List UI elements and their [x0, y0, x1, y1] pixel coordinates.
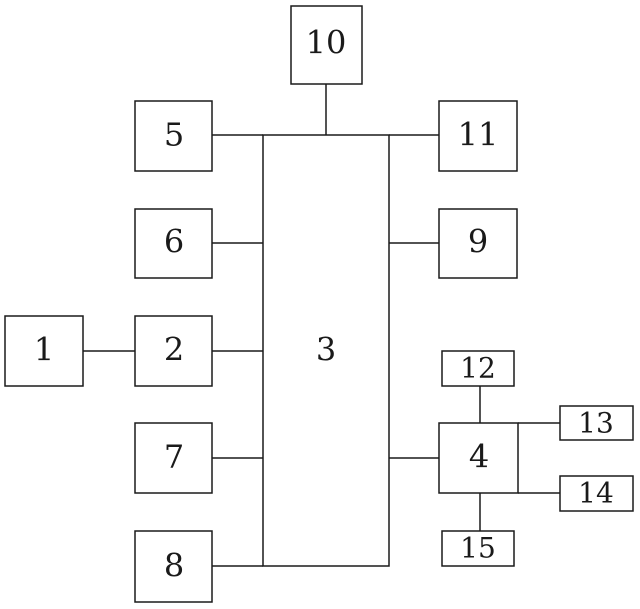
block-11: 11	[438, 100, 518, 172]
block-2-label: 2	[164, 331, 184, 369]
block-4-label: 4	[469, 438, 489, 476]
block-8-label: 8	[164, 547, 184, 585]
block-4: 4	[438, 422, 519, 494]
block-9: 9	[438, 208, 518, 279]
block-15-label: 15	[460, 532, 496, 565]
block-13: 13	[559, 405, 634, 441]
block-11-label: 11	[458, 116, 499, 154]
block-14-label: 14	[578, 477, 614, 510]
connections	[83, 84, 560, 567]
block-6-label: 6	[164, 223, 184, 261]
block-5-label: 5	[164, 116, 184, 154]
block-6: 6	[134, 208, 213, 279]
block-1-label: 1	[34, 331, 54, 369]
block-14: 14	[559, 475, 634, 512]
block-8: 8	[134, 530, 213, 603]
block-10: 10	[290, 5, 363, 85]
block-7: 7	[134, 422, 213, 494]
block-5: 5	[134, 100, 213, 172]
block-15: 15	[441, 530, 515, 567]
block-12-label: 12	[460, 352, 496, 385]
block-2: 2	[134, 315, 213, 387]
block-12: 12	[441, 350, 515, 387]
block-3: 3	[262, 134, 390, 567]
block-7-label: 7	[164, 438, 184, 476]
block-13-label: 13	[578, 407, 614, 440]
block-10-label: 10	[306, 24, 347, 62]
block-9-label: 9	[468, 223, 488, 261]
block-3-label: 3	[316, 331, 336, 369]
block-1: 1	[4, 315, 84, 387]
